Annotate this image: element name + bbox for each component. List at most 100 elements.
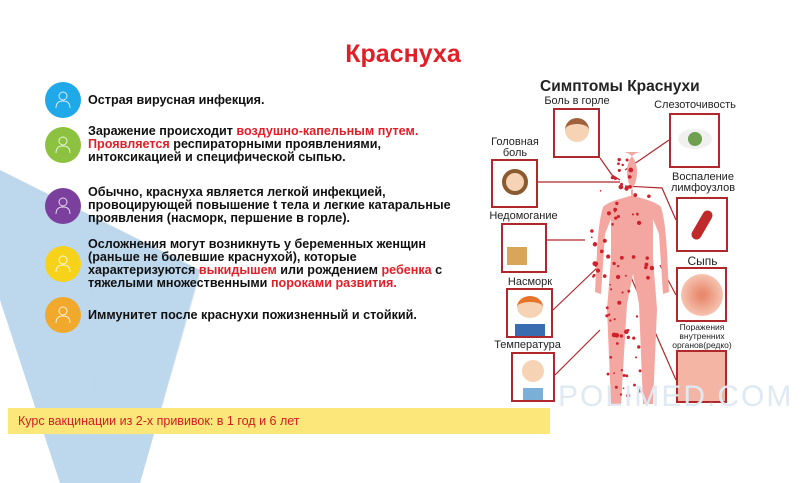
rash-dot (617, 157, 621, 162)
malaise-image (501, 223, 547, 273)
rash-dot (609, 319, 612, 322)
rash-dot (619, 393, 623, 396)
rash-dot (625, 374, 629, 378)
rash-dot (629, 175, 632, 179)
label-lymph: Воспаление лимфоузлов (670, 171, 736, 194)
rash-dot (637, 345, 641, 349)
rash-dot (611, 222, 614, 226)
text-span: тяжелыми множественными (88, 276, 271, 290)
text-span: респираторными проявлениями, (169, 137, 381, 151)
rash-dot (590, 229, 594, 233)
rash-dot (620, 182, 624, 186)
rash-image (676, 267, 727, 322)
rash-dot (615, 201, 619, 206)
text-span: с (431, 263, 443, 277)
text-span: или рождением (276, 263, 382, 277)
rash-dot (635, 356, 638, 359)
rash-dot (618, 184, 624, 190)
internal-organs-image (676, 350, 727, 403)
info-text: Обычно, краснуха является легкой инфекци… (88, 186, 451, 225)
text-span: провоцирующей повышение t тела и легкие … (88, 198, 451, 212)
highlight-text: пороками развития. (270, 276, 397, 290)
eye-image (669, 113, 720, 168)
label-malaise: Недомогание (489, 210, 558, 222)
text-span: Осложнения могут возникнуть у беременных… (88, 237, 426, 251)
text-span: характеризуются (88, 263, 199, 277)
rash-dot (606, 211, 612, 216)
highlight-text: Проявляется (88, 137, 170, 151)
label-headache: Головная боль (491, 136, 539, 159)
rash-dot (631, 213, 635, 216)
rash-dot (649, 265, 655, 271)
rash-dot (599, 189, 602, 192)
doctor-icon (45, 126, 81, 163)
rash-dot (624, 186, 629, 191)
rash-dot (614, 385, 618, 389)
rash-dot (624, 274, 627, 277)
rash-dot (644, 265, 648, 270)
rash-dot (628, 185, 632, 189)
rash-dot (605, 306, 609, 310)
page-title: Краснуха (345, 40, 461, 68)
rash-dot (609, 283, 611, 286)
info-item: Иммунитет после краснухи пожизненный и с… (45, 297, 417, 333)
text-span: (раньше не болевшие краснухой), которые (88, 250, 357, 264)
info-item: Осложнения могут возникнуть у беременных… (45, 238, 442, 290)
fever-image (511, 352, 555, 402)
rash-dot (627, 289, 631, 293)
info-text: Иммунитет после краснухи пожизненный и с… (88, 308, 417, 322)
highlight-text: ребенка (381, 263, 432, 277)
rash-dot (617, 162, 620, 166)
doctor-icon (45, 82, 81, 118)
rash-dot (622, 373, 626, 377)
rash-dot (602, 274, 607, 278)
text-span: проявления (насморк, першение в горле). (88, 211, 351, 225)
label-fever: Температура (494, 339, 561, 351)
rash-dot (621, 291, 624, 294)
watermark: POLIMED.COM (558, 380, 794, 413)
rash-dot (612, 261, 616, 266)
rash-dot (595, 268, 601, 273)
rash-dot (590, 236, 593, 239)
label-rash: Сыпь (687, 254, 718, 268)
rash-dot (616, 342, 619, 345)
rash-dot (605, 314, 609, 318)
rash-dot (636, 220, 642, 226)
lymph-image (676, 197, 728, 252)
rash-dot (599, 249, 604, 254)
rash-dot (622, 387, 625, 390)
rash-dot (615, 274, 621, 280)
rash-dot (616, 214, 620, 219)
rash-dot (617, 300, 622, 305)
text-span: интоксикацией и специфической сыпью. (88, 150, 346, 164)
rash-dot (632, 336, 636, 340)
label-internal-organs: Поражения внутренних органов(редко) (672, 322, 732, 350)
sore-throat-image (553, 108, 600, 158)
rash-dot (646, 275, 650, 280)
text-span: Острая вирусная инфекция. (88, 92, 265, 107)
rash-dot (633, 383, 636, 387)
rash-dot (608, 313, 611, 316)
text-span: Обычно, краснуха является легкой инфекци… (88, 185, 386, 199)
info-item: Заражение происходит воздушно-капельным … (45, 125, 418, 164)
rash-dot (619, 255, 624, 260)
rash-dot (614, 333, 620, 338)
symptoms-title: Симптомы Краснухи (540, 78, 700, 95)
runny-nose-image (506, 288, 553, 338)
highlight-text: выкидышем (198, 263, 277, 277)
rash-dot (635, 315, 639, 318)
rash-dot (617, 168, 621, 172)
rash-dot (592, 273, 596, 277)
rash-dot (624, 329, 629, 335)
doctor-icon (45, 297, 81, 333)
rash-dot (621, 163, 624, 167)
label-sore-throat: Боль в горле (544, 95, 610, 107)
rash-dot (638, 369, 642, 373)
label-runny-nose: Насморк (507, 276, 553, 288)
text-span: Заражение происходит (88, 124, 237, 138)
info-item: Обычно, краснуха является легкой инфекци… (45, 186, 451, 225)
rash-dot (613, 372, 615, 374)
rash-dot (625, 158, 629, 162)
rash-dot (645, 256, 649, 260)
